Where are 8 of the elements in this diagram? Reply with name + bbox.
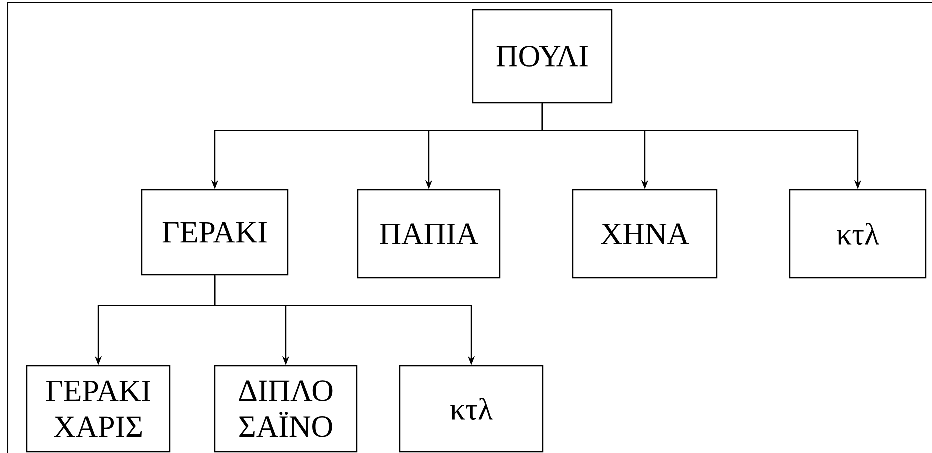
box: κτλ [789,189,927,279]
box: ΠΑΠΙΑ [357,189,501,279]
box: ΧΗΝΑ [572,189,718,279]
box: κτλ [399,365,544,453]
box: ΔΙΠΛΟ ΣΑΪΝΟ [214,365,358,453]
box: ΓΕΡΑΚΙ ΧΑΡΙΣ [26,365,171,453]
box: ΠΟΥΛΙ [472,9,613,104]
box: ΓΕΡΑΚΙ [141,189,289,276]
